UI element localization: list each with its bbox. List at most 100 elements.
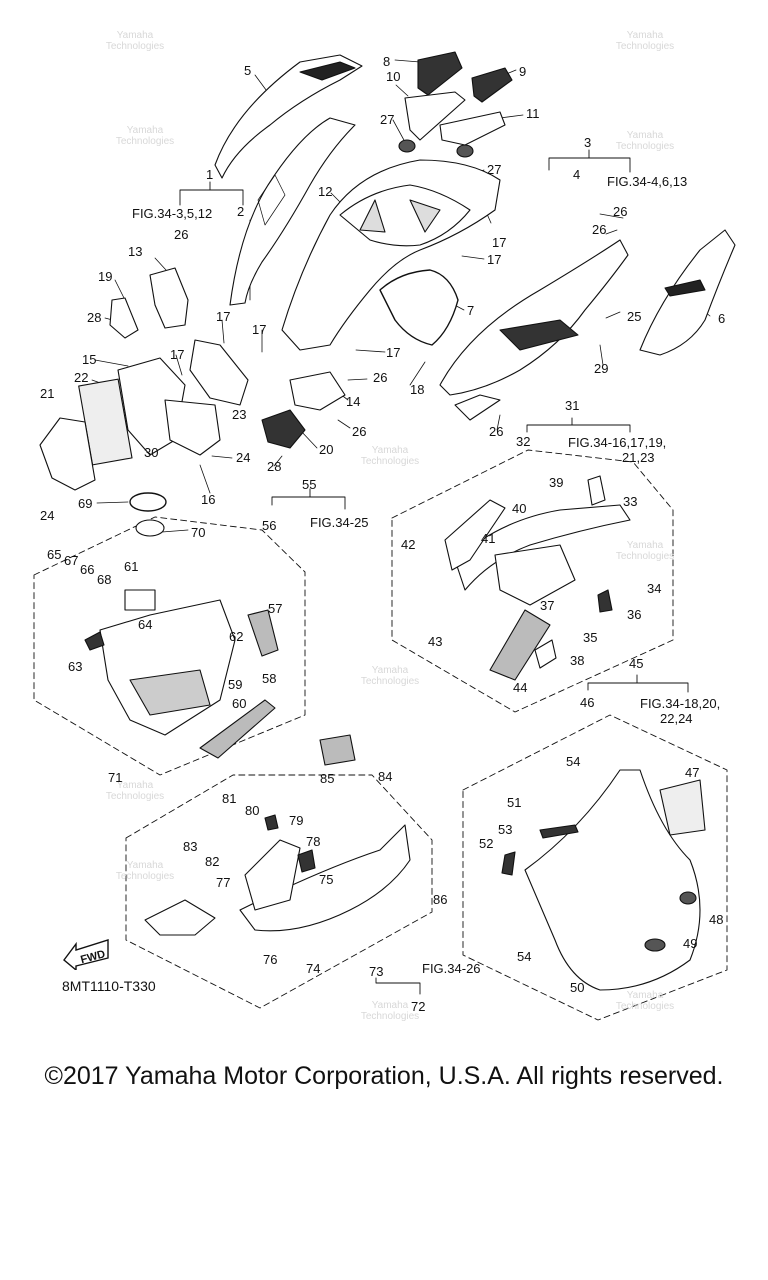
figure-ref: 22,24	[660, 711, 693, 726]
part-number: 62	[229, 629, 244, 644]
diagram-code: 8MT1110-T330	[62, 978, 156, 994]
part-number: 38	[570, 653, 585, 668]
part-8-shape	[417, 51, 463, 96]
part-number: 81	[222, 791, 237, 806]
part-number: 37	[540, 598, 555, 613]
part-number: 24	[40, 508, 55, 523]
part-36-shape	[597, 589, 613, 613]
part-74-shape	[239, 824, 411, 932]
figure-ref: FIG.34-26	[422, 961, 481, 976]
part-number: 83	[183, 839, 198, 854]
part-number: 47	[685, 765, 700, 780]
fwd-arrow-icon: FWD	[63, 939, 109, 970]
watermark: Yamaha Technologies	[615, 990, 675, 1012]
part-number: 17	[216, 309, 231, 324]
part-number: 63	[68, 659, 83, 674]
part-number: 77	[216, 875, 231, 890]
part-number: 17	[170, 347, 185, 362]
part-number: 55	[302, 477, 317, 492]
part-number: 74	[306, 961, 321, 976]
part-number: 54	[517, 949, 532, 964]
part-number: 79	[289, 813, 304, 828]
part-number: 59	[228, 677, 243, 692]
watermark: Yamaha Technologies	[105, 30, 165, 52]
part-number: 17	[252, 322, 267, 337]
part-number: 15	[82, 352, 97, 367]
part-number: 28	[267, 459, 282, 474]
part-number: 72	[411, 999, 426, 1014]
figure-ref: FIG.34-16,17,19,	[568, 435, 667, 450]
part-number: 26	[174, 227, 189, 242]
part-number: 85	[320, 771, 335, 786]
part-number: 10	[386, 69, 401, 84]
part-number: 69	[78, 496, 93, 511]
bracket-lines	[179, 149, 689, 995]
part-number: 23	[232, 407, 247, 422]
part-number: 20	[319, 442, 334, 457]
group-box-73	[125, 774, 433, 1009]
part-number: 36	[627, 607, 642, 622]
part-number: 26	[489, 424, 504, 439]
part-number: 46	[580, 695, 595, 710]
part-38-shape	[534, 639, 557, 669]
watermark: Yamaha Technologies	[360, 1000, 420, 1022]
part-number: 18	[410, 382, 425, 397]
part-59-shape	[99, 599, 236, 736]
group-boxes	[33, 449, 728, 1021]
part-27a-shape	[398, 139, 416, 153]
part-number: 56	[262, 518, 277, 533]
part-53-shape	[539, 824, 579, 839]
part-number: 73	[369, 964, 384, 979]
part-number: 17	[386, 345, 401, 360]
part-number: 28	[87, 310, 102, 325]
part-number: 34	[647, 581, 662, 596]
part-21-shape	[39, 417, 96, 491]
part-48-shape	[679, 891, 697, 905]
part-70-shape	[135, 519, 165, 537]
part-number: 25	[627, 309, 642, 324]
part-number: 33	[623, 494, 638, 509]
part-number: 17	[492, 235, 507, 250]
part-number: 16	[201, 492, 216, 507]
figure-ref: FIG.34-4,6,13	[607, 174, 688, 189]
part-number: 30	[144, 445, 159, 460]
part-49-shape	[644, 938, 666, 952]
part-78-shape	[297, 849, 316, 873]
part-number: 14	[346, 394, 361, 409]
figure-ref: FIG.34-18,20,	[640, 696, 721, 711]
part-number: 57	[268, 601, 283, 616]
part-79-shape	[264, 814, 279, 831]
watermark: Yamaha Technologies	[615, 540, 675, 562]
figure-ref: FIG.34-25	[310, 515, 369, 530]
part-number: 6	[718, 311, 726, 326]
part-60-shape	[199, 699, 276, 759]
part-number: 82	[205, 854, 220, 869]
part-number: 65	[47, 547, 62, 562]
part-number: 45	[629, 656, 644, 671]
part-77-shape	[244, 839, 301, 911]
part-number: 7	[467, 303, 475, 318]
part-number: 52	[479, 836, 494, 851]
part-number: 78	[306, 834, 321, 849]
part-50-shape	[524, 769, 701, 991]
part-69-shape	[129, 492, 167, 512]
group-box-46	[462, 714, 728, 1021]
part-number: 64	[138, 617, 153, 632]
part-number: 26	[373, 370, 388, 385]
part-number: 48	[709, 912, 724, 927]
part-number: 60	[232, 696, 247, 711]
part-27b-shape	[456, 144, 474, 158]
watermark: Yamaha Technologies	[115, 860, 175, 882]
part-44-shape	[489, 609, 551, 681]
part-63-shape	[84, 631, 105, 651]
part-number: 26	[592, 222, 607, 237]
part-number: 32	[516, 434, 531, 449]
figure-ref: 21,23	[622, 450, 655, 465]
part-number: 84	[378, 769, 393, 784]
part-number: 11	[526, 106, 540, 121]
group-box-56	[33, 516, 306, 776]
group-box-32	[391, 449, 674, 713]
part-13-shape	[149, 267, 189, 329]
part-20-shape	[261, 409, 306, 449]
part-number: 76	[263, 952, 278, 967]
